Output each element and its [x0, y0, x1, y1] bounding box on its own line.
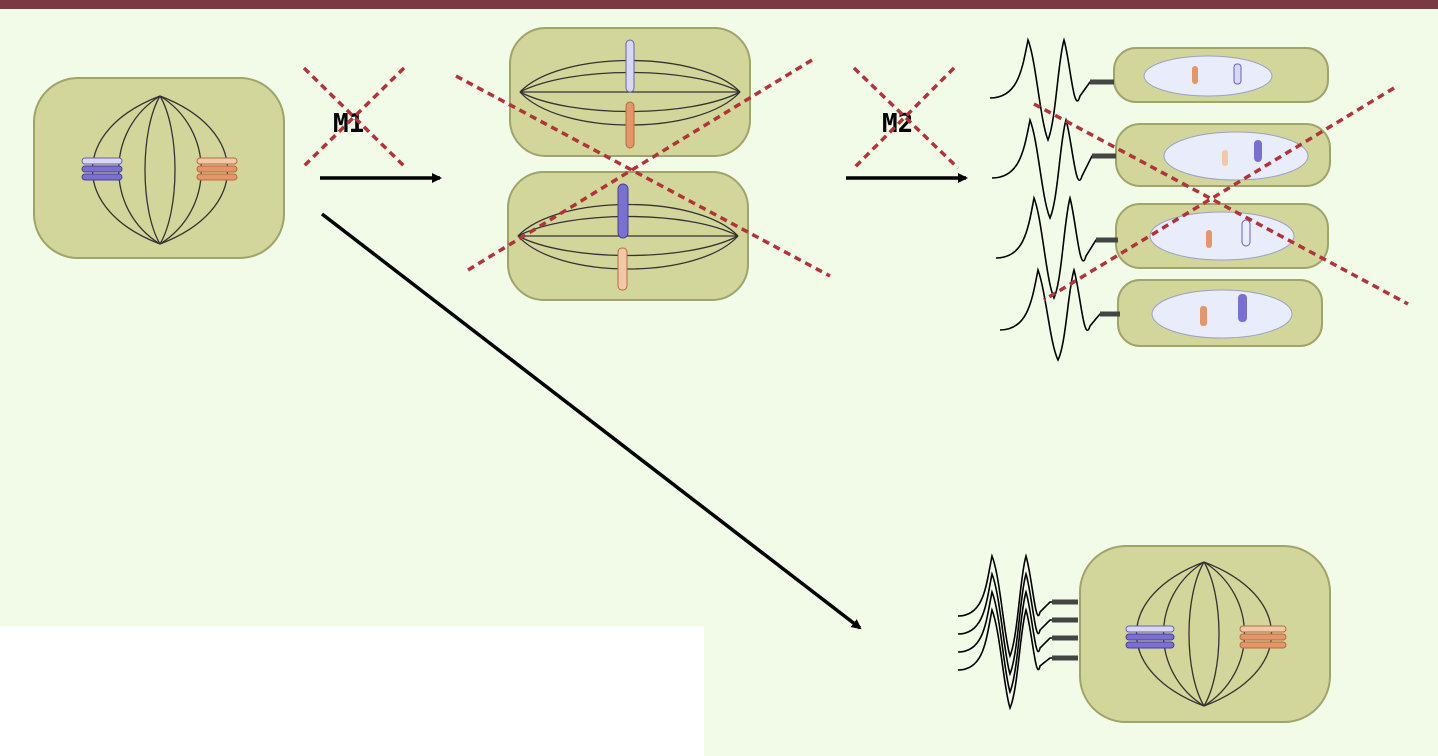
- blank-panel: [0, 626, 704, 756]
- cell-body: [33, 77, 285, 259]
- gamete-cell: [1115, 203, 1329, 269]
- gamete-cell: [1113, 47, 1329, 103]
- cell-body: [1079, 545, 1331, 723]
- dashed-cross-icon: [1033, 86, 1409, 306]
- arrow-icon: [320, 212, 862, 630]
- electrode-trace-icon: [957, 553, 1076, 711]
- dashed-cross-icon: [852, 66, 960, 170]
- initial-cell: [33, 77, 285, 259]
- gamete-cell: [1115, 123, 1331, 187]
- chromosome-pair-purple: [81, 157, 123, 181]
- gamete-cells: [989, 37, 1331, 362]
- top-bar: [0, 0, 1438, 9]
- dashed-cross-icon: [455, 58, 831, 278]
- gamete-cell: [1117, 279, 1323, 347]
- electrode-tips: [1090, 79, 1120, 317]
- meiosis1-product-cells: [507, 27, 751, 301]
- electrode-tips: [1052, 599, 1078, 661]
- chromosome-pair-orange: [196, 157, 238, 181]
- recorded-cell: [957, 545, 1331, 723]
